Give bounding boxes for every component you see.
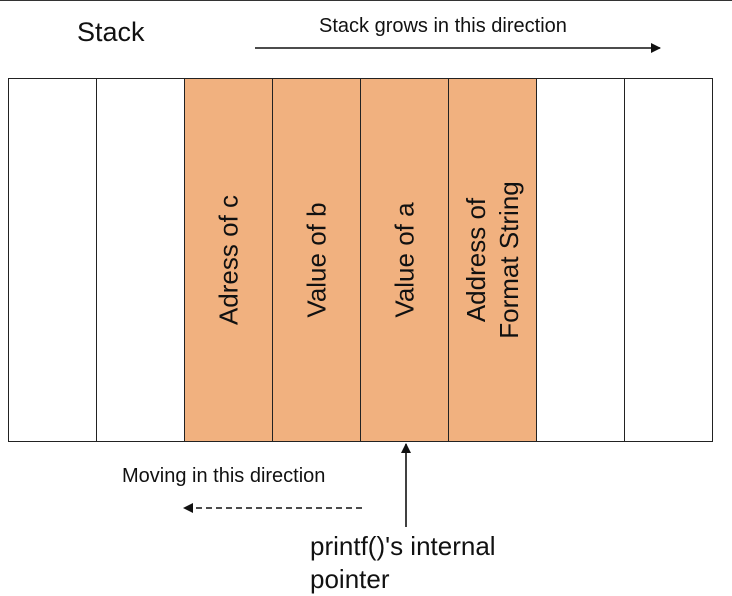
- stack-cell-format-string: Address of Format String: [449, 79, 537, 441]
- stack-cell-value-of-a: Value of a: [361, 79, 449, 441]
- stack-cell-value-of-b: Value of b: [273, 79, 361, 441]
- stack-cell-8: [625, 79, 712, 441]
- stack-cell-7: [537, 79, 625, 441]
- stack-frame: Adress of c Value of b Value of a Addres…: [8, 78, 713, 442]
- pointer-label: printf()'s internal pointer: [310, 531, 496, 594]
- stack-cell-2: [97, 79, 185, 441]
- stack-cell-address-of-c: Adress of c: [185, 79, 273, 441]
- grow-direction-label: Stack grows in this direction: [319, 15, 567, 37]
- top-rule: [0, 0, 732, 1]
- stack-cell-1: [9, 79, 97, 441]
- moving-direction-label: Moving in this direction: [122, 465, 326, 487]
- diagram-title: Stack: [77, 17, 145, 47]
